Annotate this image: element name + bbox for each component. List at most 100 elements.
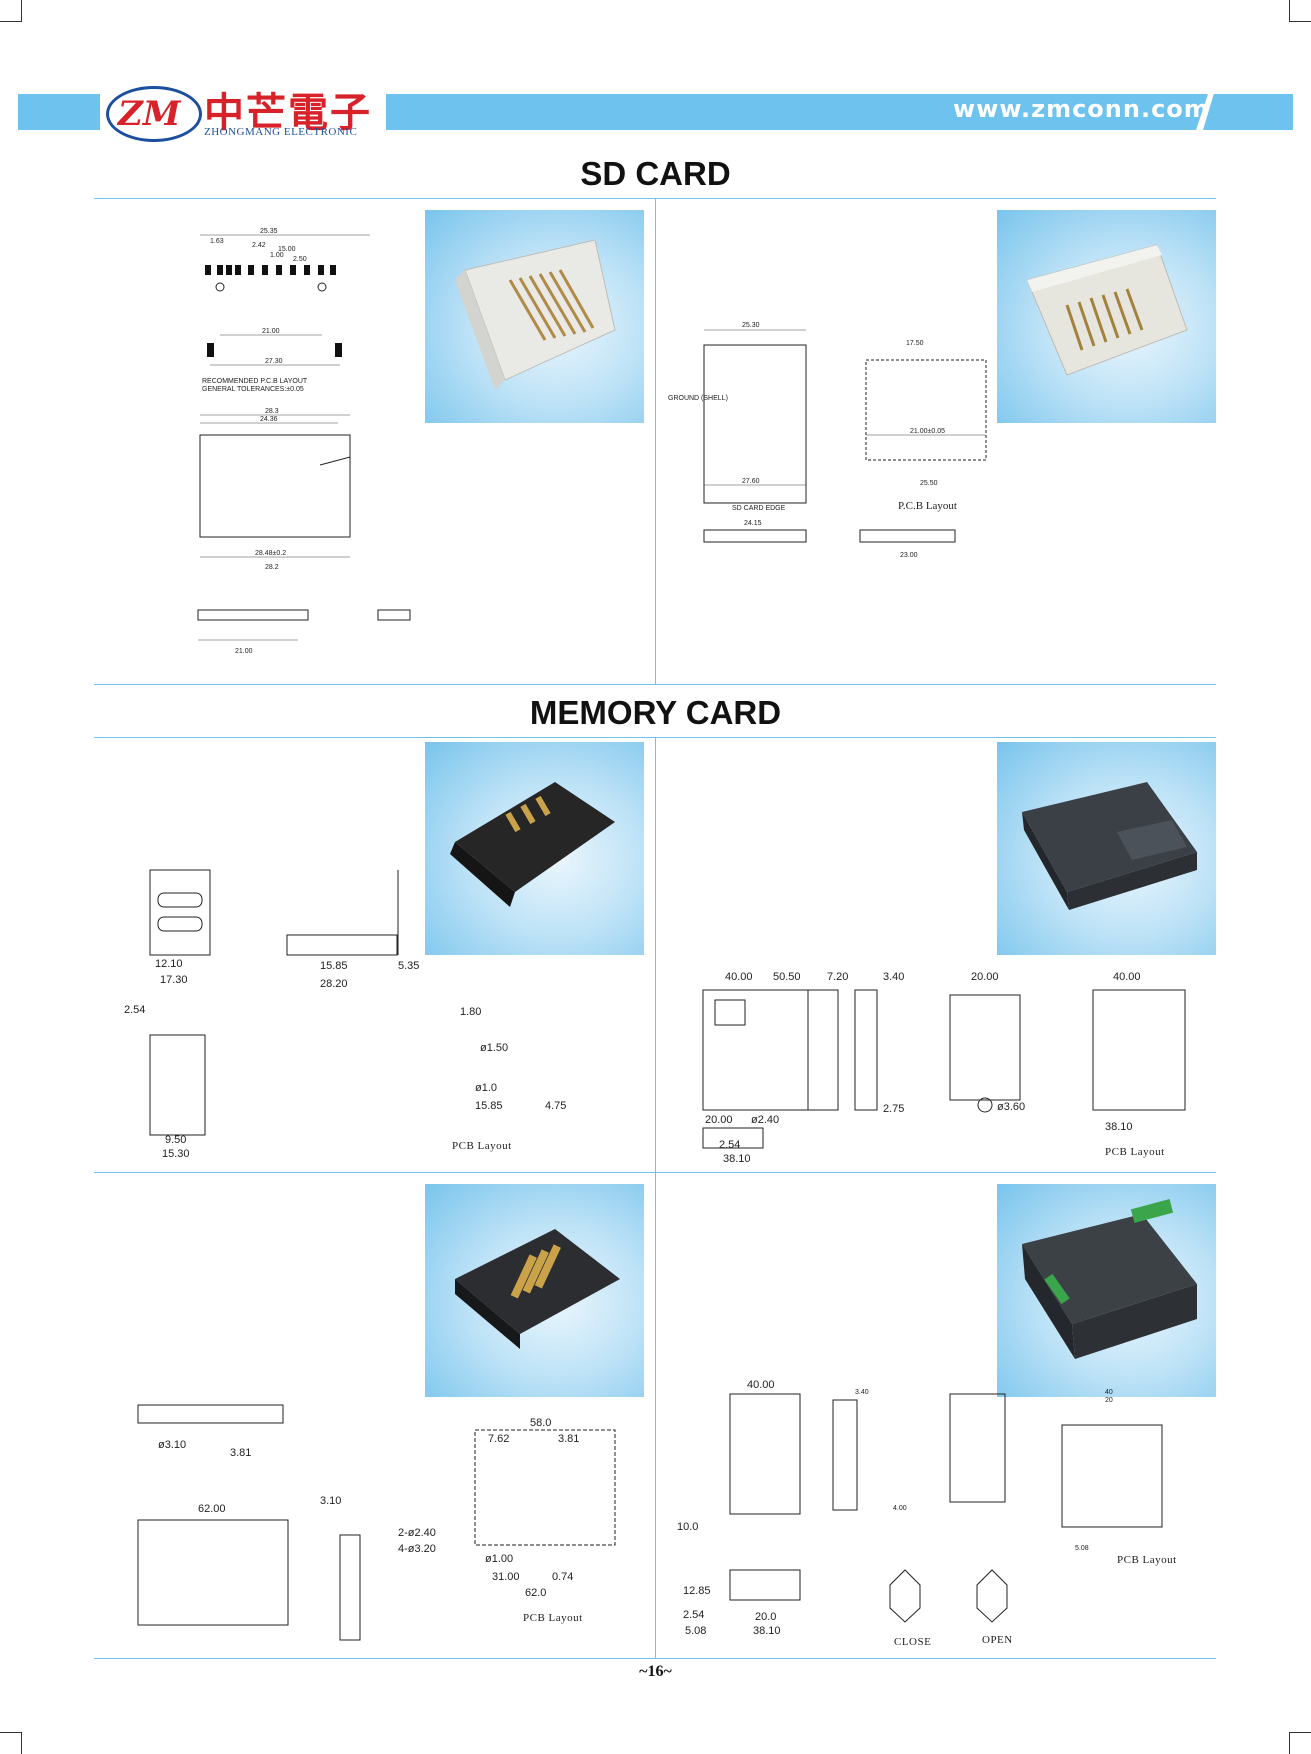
sd-right-dim: 24.15	[744, 520, 762, 527]
mem-b-pcb-label: PCB Layout	[1105, 1146, 1165, 1158]
sd-right-dim: 23.00	[900, 552, 918, 559]
sd-dim-label: 1.63	[210, 238, 224, 245]
mem-c-dim: 7.62	[488, 1433, 509, 1445]
sd-dim-label: 2.50	[293, 256, 307, 263]
mem-a-dim: 4.75	[545, 1100, 566, 1112]
sd-pcb-dim: 25.50	[920, 480, 938, 487]
sd-connector-photo-left	[425, 210, 644, 423]
mem-a-dim: 15.85	[475, 1100, 503, 1112]
page-header: ZM 中芒電子 ZHONGMANG ELECTRONIC www.zmconn.…	[18, 82, 1293, 144]
mem-d-dim: 20.0	[755, 1611, 776, 1623]
sd-right-dim: 25.30	[742, 322, 760, 329]
memory-card-a-drawing: 12.10 17.30 15.85 5.35 28.20 2.54 9.50 1…	[124, 869, 566, 1160]
header-band-tail	[1203, 94, 1293, 130]
mem-a-dim: ø1.0	[475, 1082, 497, 1094]
mem-b-dim: 2.75	[883, 1103, 904, 1115]
mem-c-dim: 62.00	[198, 1503, 226, 1515]
sd-dim-label: 28.48±0.2	[255, 550, 286, 557]
sd-dim-overall-top: 25.35	[260, 228, 278, 235]
page-number: ~16~	[639, 1663, 672, 1680]
mem-d-pcb-label: PCB Layout	[1117, 1554, 1177, 1566]
header-band-left	[18, 94, 100, 130]
mem-c-dim: 62.0	[525, 1587, 546, 1599]
tolerance-note: GENERAL TOLERANCES:±0.05	[202, 386, 304, 393]
mem-b-dim: 38.10	[723, 1153, 751, 1165]
header-band-right	[908, 94, 1208, 130]
crop-mark-top-left	[0, 0, 22, 22]
sim-connector-photo	[425, 742, 644, 955]
open-label: OPEN	[982, 1634, 1013, 1646]
mem-d-dim: 5.08	[685, 1625, 706, 1637]
close-switch-icon	[889, 1569, 921, 1623]
sd-dim-label: 28.3	[265, 408, 279, 415]
sd-connector-photo-right	[997, 210, 1216, 423]
mem-c-dim: 3.10	[320, 1495, 341, 1507]
sd-pcb-dim: 17.50	[906, 340, 924, 347]
mem-d-dim: 10.0	[677, 1521, 698, 1533]
mem-a-dim: 17.30	[160, 974, 188, 986]
sd-dim-label: 1.00	[270, 252, 284, 259]
sd-card-edge-label: SD CARD EDGE	[732, 505, 786, 512]
mem-b-dim: 7.20	[827, 971, 848, 983]
mem-d-dim: 4.00	[893, 1505, 907, 1512]
sd-pcb-dim: 21.00±0.05	[910, 428, 945, 435]
divider-sd-bottom	[94, 684, 1216, 685]
mem-b-dim: 3.40	[883, 971, 904, 983]
mem-d-dim: 5.08	[1075, 1545, 1089, 1552]
mem-b-dim: 2.54	[719, 1139, 740, 1151]
mem-c-dim: 0.74	[552, 1571, 573, 1583]
sd-card-drawing-right: 25.30 GROUND (SHELL) 27.60 SD CARD EDGE …	[668, 322, 987, 559]
sd-dim-label: 27.30	[265, 358, 283, 365]
sd-dim-label: 2.42	[252, 242, 266, 249]
mem-a-pcb-label: PCB Layout	[452, 1140, 512, 1152]
divider-memory-bottom	[94, 1658, 1216, 1659]
close-label: CLOSE	[894, 1636, 932, 1648]
sd-dim-label: 15.00	[278, 246, 296, 253]
mem-a-dim: ø1.50	[480, 1042, 508, 1054]
card-reader-photo	[997, 1184, 1216, 1397]
memory-card-c-drawing: ø3.10 3.81 62.00 3.10 58.0 7.62 3.81 2-ø…	[137, 1404, 616, 1641]
mem-a-dim: 9.50	[165, 1134, 186, 1146]
mem-c-dim: 58.0	[530, 1417, 551, 1429]
mem-c-dim: 2-ø2.40	[398, 1527, 436, 1539]
divider-memory-middle	[94, 1172, 1216, 1173]
memory-card-d-drawing: 40.00 10.0 3.40 4.00 40 20 5.08 12.85 2.…	[677, 1380, 1163, 1637]
mem-b-dim: 38.10	[1105, 1121, 1133, 1133]
mem-c-dim: ø3.10	[158, 1439, 186, 1451]
mem-d-dim: 40	[1105, 1389, 1113, 1396]
mem-d-dim: 40.00	[747, 1380, 775, 1391]
sd-dim-label: 21.00	[262, 328, 280, 335]
divider-sd-vertical	[655, 198, 656, 684]
mem-b-dim: ø2.40	[751, 1114, 779, 1126]
mem-c-dim: 4-ø3.20	[398, 1543, 436, 1555]
mem-a-dim: 12.10	[155, 958, 183, 970]
mem-b-dim: 40.00	[1113, 971, 1141, 983]
logo-oval	[106, 86, 202, 142]
mem-a-dim: 5.35	[398, 960, 419, 972]
mem-b-dim: ø3.60	[997, 1101, 1025, 1113]
mem-c-pcb-label: PCB Layout	[523, 1612, 583, 1624]
mem-b-dim: 20.00	[705, 1114, 733, 1126]
mem-a-dim: 2.54	[124, 1004, 145, 1016]
memory-card-b-drawing: 40.00 50.50 20.00 ø2.40 2.54 38.10 7.20 …	[702, 971, 1186, 1165]
mem-d-dim: 20	[1105, 1397, 1113, 1404]
crop-mark-bottom-left	[0, 1732, 22, 1754]
sd-right-dim: 27.60	[742, 478, 760, 485]
logo-mark: ZM	[118, 94, 181, 134]
logo-chinese-name: 中芒電子	[204, 90, 372, 136]
mem-a-dim: 1.80	[460, 1006, 481, 1018]
crop-mark-bottom-right	[1289, 1732, 1311, 1754]
sd-pcb-layout-label: P.C.B Layout	[898, 500, 957, 512]
sd-dim-label: 24.36	[260, 416, 278, 423]
sim-card-holder-photo	[425, 1184, 644, 1397]
mem-a-dim: 15.85	[320, 960, 348, 972]
sd-dim-label: 28.2	[265, 564, 279, 571]
mem-d-dim: 38.10	[753, 1625, 781, 1637]
mem-a-dim: 28.20	[320, 978, 348, 990]
mem-c-dim: 31.00	[492, 1571, 520, 1583]
sd-card-drawing-left: 25.35 1.63 2.42 15.00 1.00 2.50 21.00 27…	[197, 228, 411, 655]
smart-card-connector-photo	[997, 742, 1216, 955]
sd-card-title: SD CARD	[580, 155, 731, 192]
mem-c-dim: 3.81	[230, 1447, 251, 1459]
mem-b-dim: 40.00	[725, 971, 753, 983]
